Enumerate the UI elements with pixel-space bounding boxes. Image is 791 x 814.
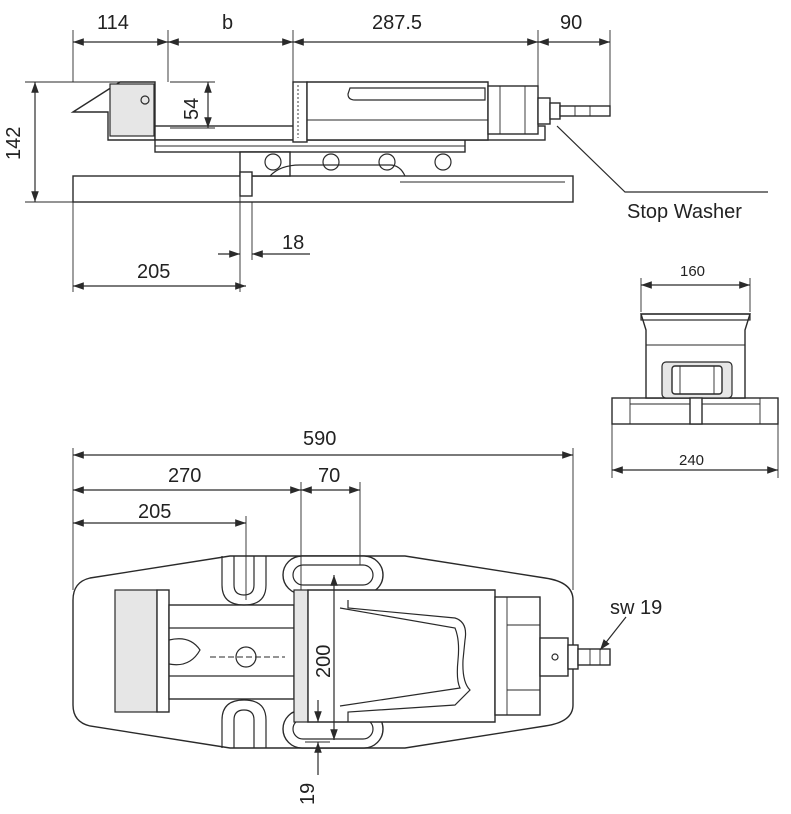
dim-18: 18 bbox=[282, 232, 304, 254]
dim-19: 19 bbox=[297, 783, 319, 805]
dim-142: 142 bbox=[3, 127, 25, 160]
end-view: 160 240 bbox=[611, 263, 779, 478]
plan-movable-jaw-plate bbox=[293, 589, 309, 723]
side-movable-jaw-plate bbox=[292, 81, 308, 143]
dim-70: 70 bbox=[318, 465, 340, 487]
dim-205-plan: 205 bbox=[138, 501, 171, 523]
dim-205-side: 205 bbox=[137, 261, 170, 283]
dim-200: 200 bbox=[313, 645, 335, 678]
stop-washer bbox=[537, 97, 551, 125]
plan-movable-jaw bbox=[307, 589, 496, 723]
side-hole-4 bbox=[434, 153, 452, 171]
plan-spindle-nut bbox=[539, 637, 569, 677]
dim-114: 114 bbox=[97, 12, 129, 34]
side-view: Stop Washer 114 b 287.5 90 142 54 18 bbox=[3, 12, 768, 292]
side-spindle bbox=[559, 105, 611, 117]
stop-washer-label: Stop Washer bbox=[627, 201, 742, 223]
side-jaw-screw bbox=[140, 95, 150, 105]
stop-washer-leader bbox=[556, 125, 768, 193]
side-hole-1 bbox=[264, 153, 282, 171]
side-spindle-housing bbox=[487, 85, 539, 135]
dim-240: 240 bbox=[679, 452, 704, 469]
dim-287-5: 287.5 bbox=[372, 12, 422, 34]
plan-spindle bbox=[577, 648, 611, 666]
side-base-plate bbox=[72, 175, 574, 203]
plan-spindle-housing bbox=[494, 596, 541, 716]
dim-270: 270 bbox=[168, 465, 201, 487]
dim-b: b bbox=[222, 12, 233, 34]
plan-view: sw 19 590 270 70 205 200 19 bbox=[72, 428, 662, 805]
plan-fixed-jaw bbox=[114, 589, 158, 713]
side-bolt bbox=[239, 171, 253, 197]
side-hole-3 bbox=[378, 153, 396, 171]
dim-54: 54 bbox=[181, 98, 203, 120]
dim-160: 160 bbox=[680, 263, 705, 280]
dim-90: 90 bbox=[560, 12, 582, 34]
plan-slot-top bbox=[282, 555, 384, 595]
side-jaw-plate bbox=[109, 83, 155, 137]
side-movable-jaw bbox=[306, 81, 489, 141]
dim-590: 590 bbox=[303, 428, 336, 450]
side-hole-2 bbox=[322, 153, 340, 171]
sw19-label: sw 19 bbox=[610, 597, 662, 619]
